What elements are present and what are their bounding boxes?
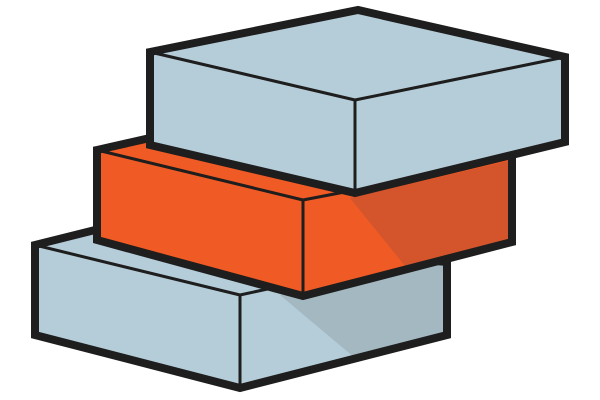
bottom-block-shadow <box>280 262 447 358</box>
top-block-outline <box>146 5 569 198</box>
top-block-body <box>150 10 565 193</box>
middle-block-shadow <box>350 160 512 266</box>
top-block <box>146 5 569 198</box>
